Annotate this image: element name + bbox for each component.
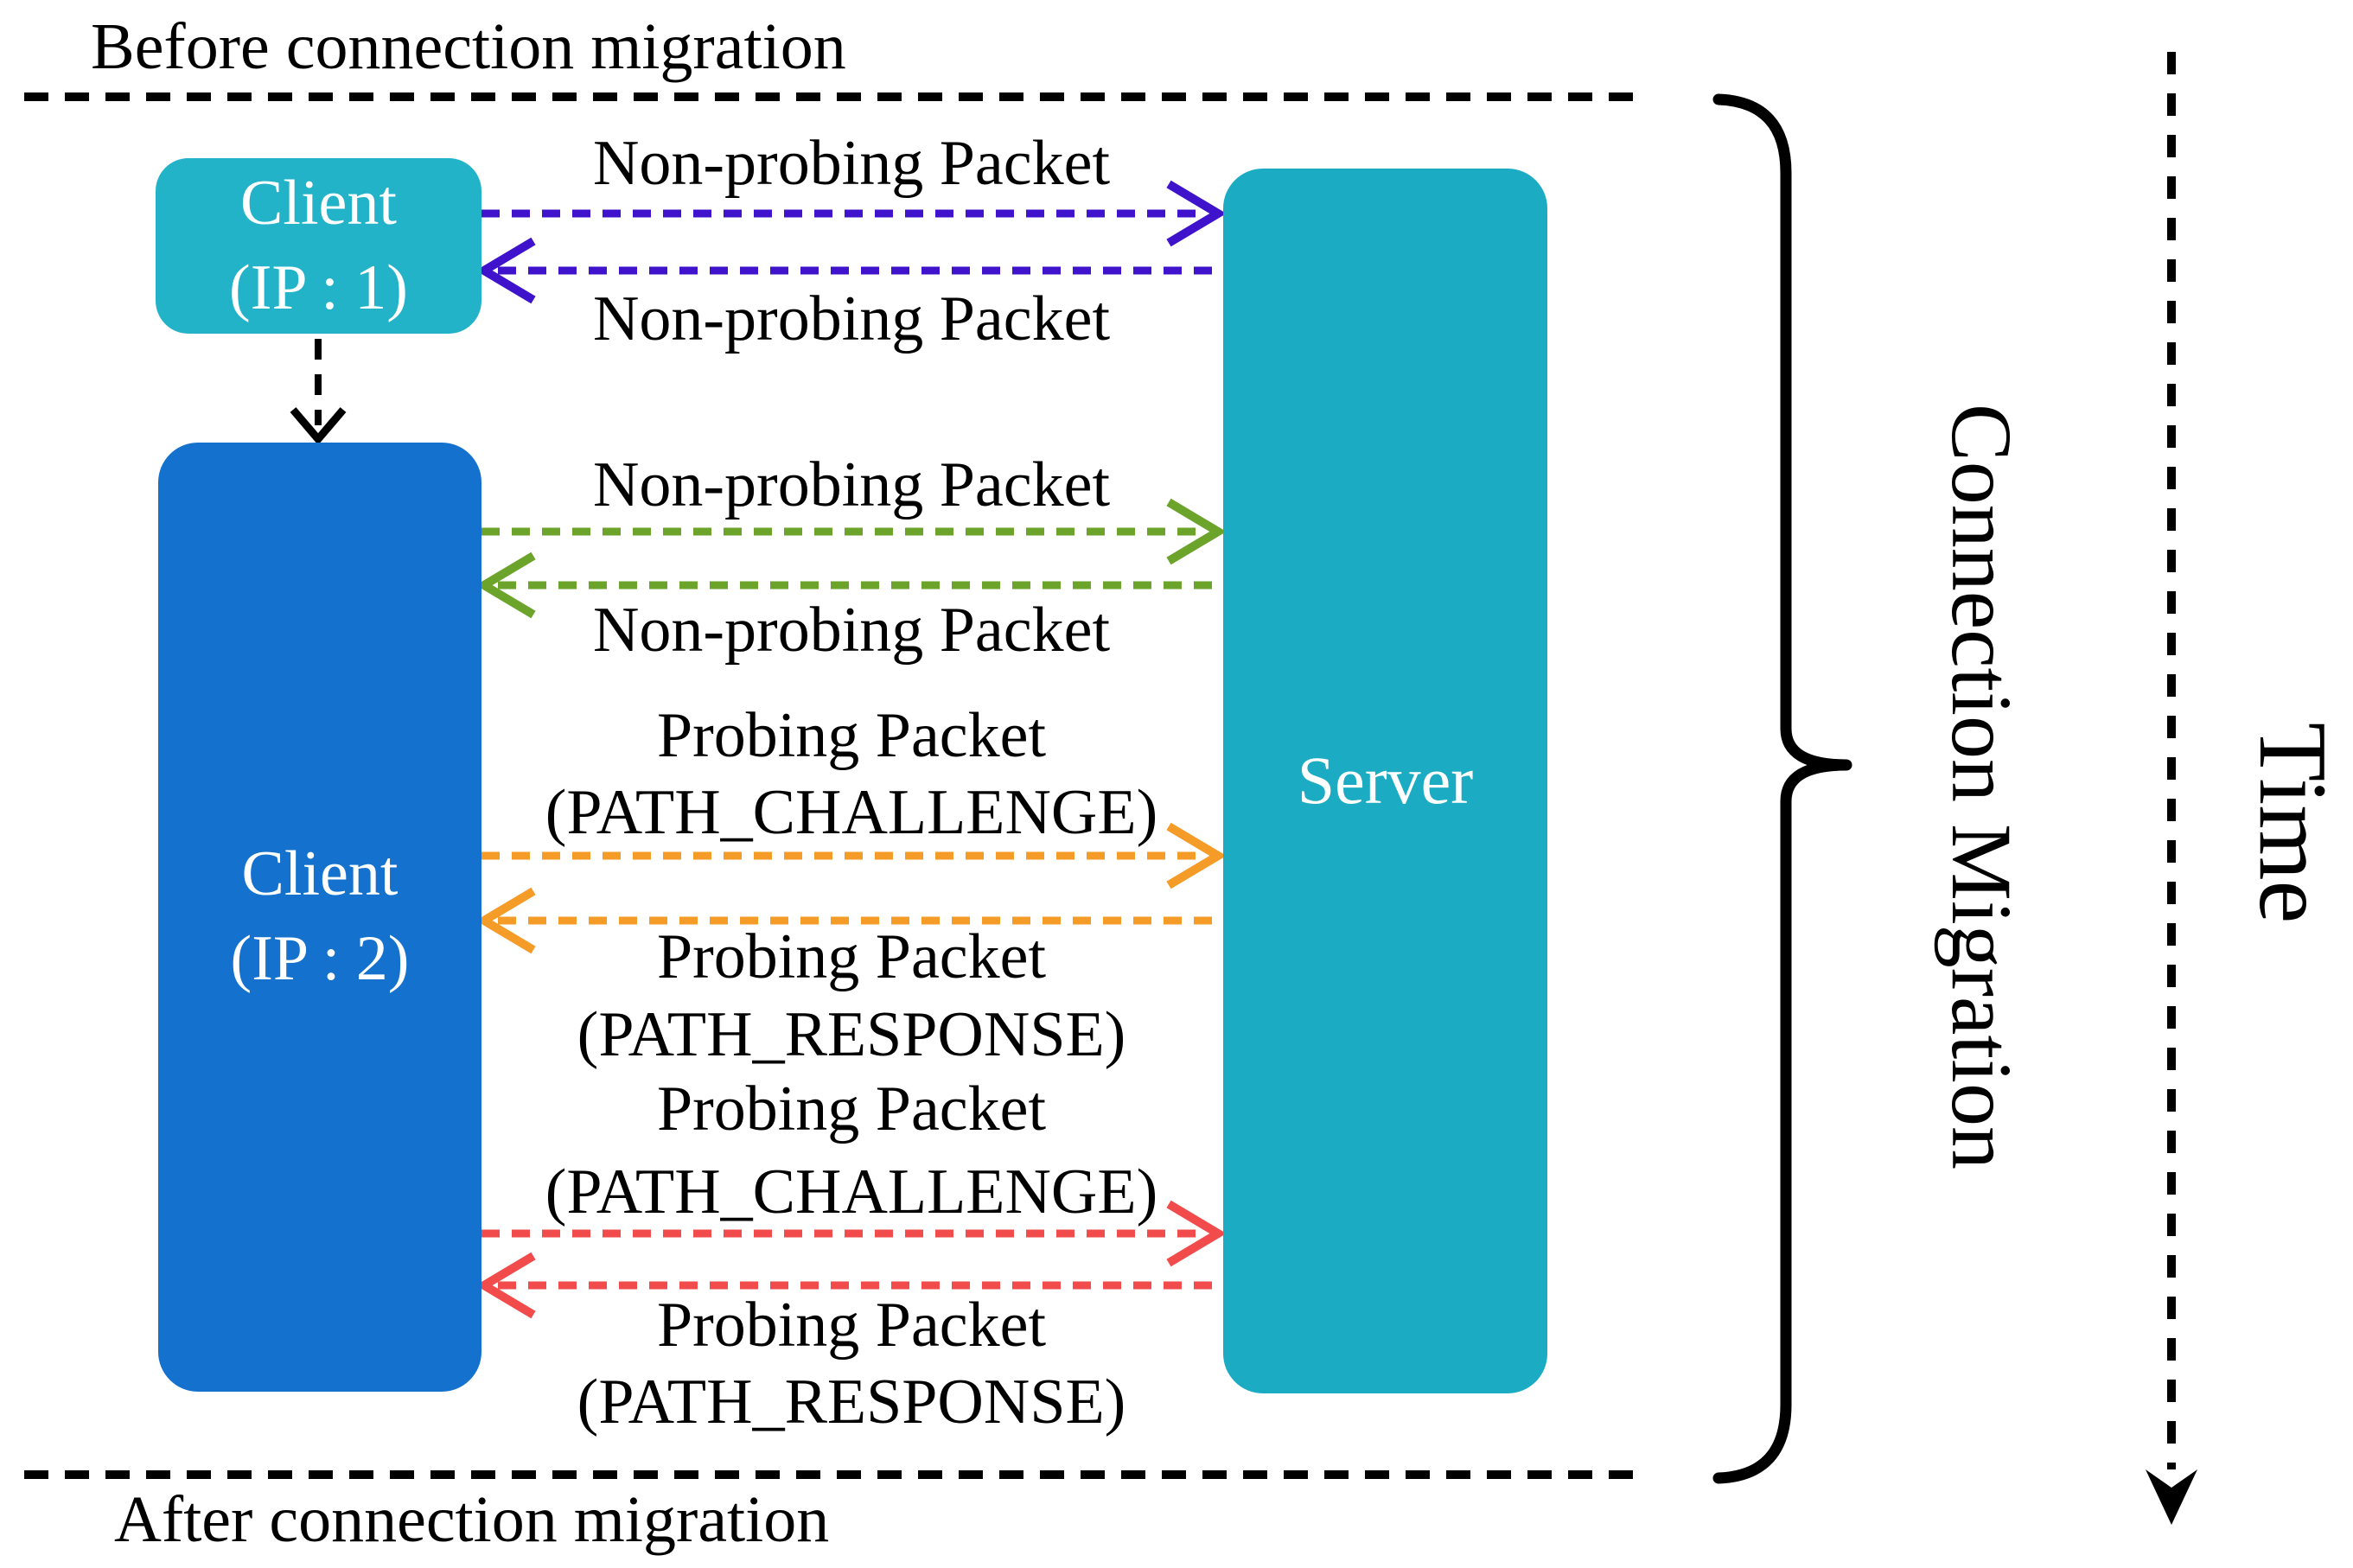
msg-arrow-4-head-icon xyxy=(1166,822,1227,889)
message-sublabel-7: (PATH_RESPONSE) xyxy=(577,1367,1126,1437)
message-sublabel-4: (PATH_CHALLENGE) xyxy=(545,777,1158,848)
phase-after-title: After connection migration xyxy=(114,1483,830,1556)
phase-before-title: Before connection migration xyxy=(91,10,846,83)
client2-name: Client xyxy=(241,838,399,910)
client1-name: Client xyxy=(240,167,397,239)
message-label-4: Probing Packet xyxy=(656,700,1047,771)
time-axis-arrow-head-icon xyxy=(2146,1469,2197,1525)
msg-arrow-6-head-icon xyxy=(1166,1200,1227,1267)
msg-arrow-1-head-icon xyxy=(475,237,536,304)
message-label-7: Probing Packet xyxy=(656,1290,1047,1361)
server-name: Server xyxy=(1297,743,1474,819)
msg-arrow-5-head-icon xyxy=(475,887,536,954)
connection-migration-label: Connection Migration xyxy=(1934,404,2030,1170)
migration-brace xyxy=(1712,93,1852,1484)
client2-ip: (IP : 2) xyxy=(230,923,410,994)
message-label-2: Non-probing Packet xyxy=(592,449,1111,520)
message-label-6: Probing Packet xyxy=(656,1074,1047,1144)
client1-node: Client (IP : 1) xyxy=(156,158,481,334)
client1-ip: (IP : 1) xyxy=(229,252,408,323)
msg-arrow-2-head-icon xyxy=(1166,498,1227,565)
time-axis-label: Time xyxy=(2239,722,2346,924)
migration-arrow-head-icon xyxy=(290,407,347,445)
message-sublabel-5: (PATH_RESPONSE) xyxy=(577,999,1126,1070)
msg-arrow-7-head-icon xyxy=(475,1252,536,1319)
message-label-5: Probing Packet xyxy=(656,921,1047,992)
message-label-0: Non-probing Packet xyxy=(592,128,1111,199)
msg-arrow-0-head-icon xyxy=(1166,180,1227,247)
message-label-3: Non-probing Packet xyxy=(592,595,1111,666)
client2-node: Client (IP : 2) xyxy=(158,443,481,1392)
msg-arrow-3-head-icon xyxy=(475,551,536,619)
message-label-1: Non-probing Packet xyxy=(592,284,1111,354)
message-sublabel-6: (PATH_CHALLENGE) xyxy=(545,1157,1158,1227)
server-node: Server xyxy=(1223,169,1547,1393)
